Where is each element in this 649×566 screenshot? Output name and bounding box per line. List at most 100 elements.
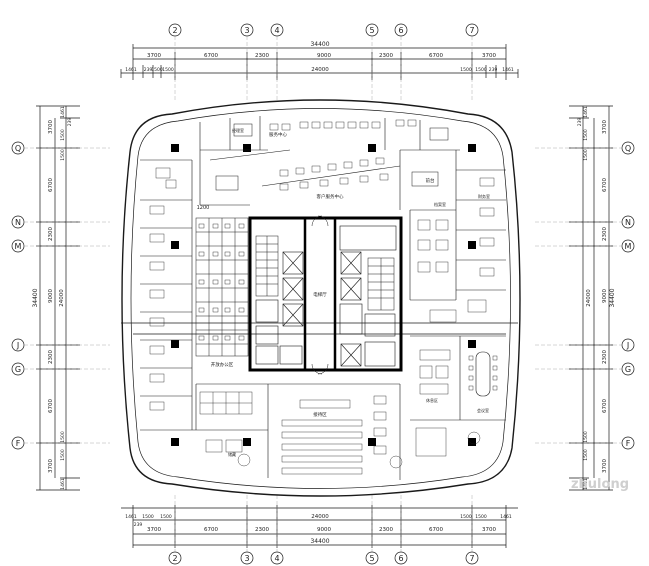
top-total-dim: 34400 — [310, 41, 329, 48]
left-small-1: 1461 — [60, 106, 66, 118]
label-manager-office: 经理室 — [232, 127, 244, 133]
building-core — [248, 216, 403, 372]
top-small-8: 1461 — [502, 67, 514, 73]
training-seats — [281, 399, 363, 475]
left-total-dim: 34400 — [32, 288, 39, 307]
left-small-2: 239 — [67, 118, 73, 127]
axis-right-M: M — [625, 242, 632, 251]
left-axis-bubbles — [11, 141, 25, 450]
axis-left-G: G — [15, 365, 21, 374]
top-small-5: 1500 — [460, 67, 472, 73]
axis-right-G: G — [625, 365, 631, 374]
top-small-1: 1461 — [125, 67, 137, 73]
bottom-axis-bubbles — [168, 551, 479, 565]
left-small-7: 1461 — [60, 478, 66, 490]
label-dim-1200: 1200 — [197, 205, 210, 211]
right-small-2: 239 — [577, 118, 583, 127]
axis-left-F: F — [16, 439, 21, 448]
axis-right-Q: Q — [625, 144, 631, 153]
right-dim-4: 9000 — [602, 289, 608, 303]
lounge-furniture — [415, 349, 481, 457]
right-small-3: 1500 — [583, 129, 589, 141]
right-small-6: 1500 — [583, 449, 589, 461]
label-finance: 财务室 — [478, 193, 490, 199]
top-small-2: 239 — [144, 67, 153, 73]
axis-right-J: J — [626, 341, 629, 350]
right-dim-1: 3700 — [602, 120, 608, 134]
label-lobby: 前台 — [426, 177, 435, 184]
right-dimension-lines — [569, 105, 613, 491]
left-dim-6: 6700 — [48, 399, 54, 413]
axis-left-Q: Q — [15, 144, 21, 153]
bottom-dim-7: 3700 — [482, 527, 496, 533]
left-dim-1: 3700 — [48, 120, 54, 134]
corridor-doors — [311, 215, 329, 375]
top-small-3: 1500 — [151, 67, 163, 73]
label-storage: 储藏 — [228, 451, 236, 457]
bottom-dim-4: 9000 — [317, 527, 331, 533]
axis-right-F: F — [626, 439, 631, 448]
axis-bottom-5: 5 — [369, 554, 374, 563]
bottom-small-6: 1461 — [500, 514, 512, 520]
axis-bottom-6: 6 — [398, 554, 403, 563]
right-office-desks — [417, 177, 495, 323]
top-dim-3: 2300 — [255, 53, 269, 59]
axis-bottom-4: 4 — [274, 554, 279, 563]
left-small-4: 1500 — [60, 149, 66, 161]
bottom-small-2: 1500 — [142, 514, 154, 520]
left-dim-7: 3700 — [48, 459, 54, 473]
axis-top-2: 2 — [172, 26, 177, 35]
watermark-text: zhulong — [571, 477, 629, 492]
core-rooms — [255, 225, 397, 367]
right-small-7: 1461 — [583, 478, 589, 490]
left-dim-4: 9000 — [48, 289, 54, 303]
axis-left-N: N — [15, 218, 21, 227]
top-dim-6: 6700 — [429, 53, 443, 59]
axis-left-M: M — [15, 242, 22, 251]
bottom-cubicles — [199, 391, 253, 415]
left-dimension-lines — [36, 105, 80, 491]
top-dim-1: 3700 — [147, 53, 161, 59]
bottom-dim-1: 3700 — [147, 527, 161, 533]
bottom-dim-6: 6700 — [429, 527, 443, 533]
top-small-4: 1500 — [162, 67, 174, 73]
left-office-desks — [149, 167, 177, 411]
bottom-small-extra: 239 — [134, 522, 143, 528]
left-small-5: 1500 — [60, 431, 66, 443]
bottom-dim-2: 6700 — [204, 527, 218, 533]
left-offices — [140, 159, 193, 430]
right-small-5: 1500 — [583, 431, 589, 443]
right-total-dim: 34400 — [609, 288, 616, 307]
top-inner-total: 24000 — [311, 67, 329, 73]
label-center-left: 服务中心 — [269, 131, 287, 138]
left-dim-3: 2300 — [48, 227, 54, 241]
axis-grid-lines — [24, 36, 622, 552]
axis-bottom-2: 2 — [172, 554, 177, 563]
top-offices — [199, 116, 460, 210]
cubicle-chairs-left — [198, 223, 245, 341]
label-elevator-hall: 电梯厅 — [313, 291, 327, 298]
axis-top-4: 4 — [274, 26, 279, 35]
axis-left-J: J — [16, 341, 19, 350]
top-workstations — [269, 119, 417, 191]
elevator-cars — [282, 251, 362, 367]
bottom-small-1: 1461 — [125, 514, 137, 520]
left-inner-total: 24000 — [59, 289, 65, 307]
meeting-table-chairs — [468, 355, 498, 391]
structural-columns — [171, 144, 476, 446]
right-offices — [409, 150, 506, 301]
left-dim-5: 2300 — [48, 350, 54, 364]
label-lounge: 休息区 — [426, 397, 438, 403]
right-dim-3: 2300 — [602, 227, 608, 241]
axis-right-N: N — [625, 218, 631, 227]
label-open-office: 开放办公区 — [211, 361, 234, 368]
bottom-small-5: 1500 — [475, 514, 487, 520]
cubicle-block-left — [195, 217, 249, 357]
top-meeting-tables — [215, 123, 449, 191]
axis-bottom-3: 3 — [244, 554, 249, 563]
top-dim-4: 9000 — [317, 53, 331, 59]
label-customer-center: 客户服务中心 — [317, 193, 344, 200]
right-meeting-rooms — [410, 335, 506, 421]
bottom-areas — [140, 383, 401, 480]
core-stairs — [255, 235, 395, 311]
